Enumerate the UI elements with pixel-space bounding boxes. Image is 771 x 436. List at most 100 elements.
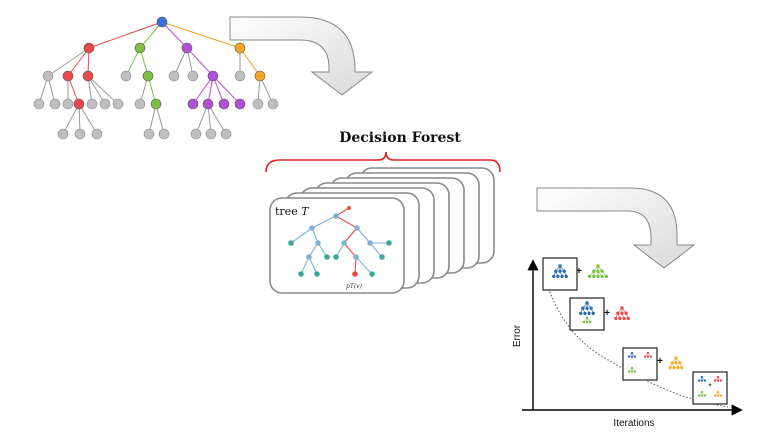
ensemble-box [542, 257, 578, 291]
mini-tree [643, 351, 653, 358]
curved-arrow-2 [536, 187, 696, 269]
tree-edge [78, 103, 98, 135]
mini-tree [579, 301, 595, 316]
tree-edge [47, 47, 90, 77]
tree-edge [356, 227, 371, 244]
tree-edge [343, 242, 357, 258]
tree-node [134, 42, 146, 54]
tree-edge [311, 215, 337, 229]
tree-node [156, 16, 168, 28]
tree-edge [186, 47, 214, 77]
tree-node [218, 98, 230, 110]
ensemble-box [622, 347, 658, 381]
tree-T-diagram [288, 206, 392, 277]
tree-node [333, 254, 339, 260]
tree-edge [87, 75, 119, 105]
tree-edge [290, 227, 313, 244]
tree-node [267, 98, 279, 110]
tree-edge [308, 256, 318, 275]
mini-tree [713, 375, 723, 382]
tree-node [62, 98, 74, 110]
tree-edge [343, 227, 358, 244]
mini-tree [668, 356, 684, 370]
boosting-error-chart: Iterations Error ++++ [512, 257, 743, 429]
tree-node [341, 240, 347, 246]
tree-node [324, 254, 330, 260]
tree-node [62, 70, 74, 82]
tree-node [333, 213, 339, 219]
tree-edge [139, 21, 163, 49]
tree-label: tree T [275, 205, 310, 218]
plus-sign: + [657, 356, 663, 367]
tree-node [112, 98, 124, 110]
tree-node [220, 128, 232, 140]
decision-forest: Decision Forest tree T pT(v) [265, 130, 501, 294]
tree-node [205, 128, 217, 140]
tree-node [354, 225, 360, 231]
tree-node [386, 240, 392, 246]
tree-node [120, 70, 132, 82]
plus-sign: + [576, 266, 582, 277]
error-curve [543, 274, 729, 408]
tree-node [168, 70, 180, 82]
mini-tree [627, 351, 637, 358]
tree-node [91, 128, 103, 140]
tree-node [134, 98, 146, 110]
tree-node [150, 98, 162, 110]
tree-node [234, 42, 246, 54]
tree-node [315, 240, 321, 246]
plus-sign: + [708, 383, 712, 389]
tree-node [142, 70, 154, 82]
tree-edge [369, 242, 383, 258]
tree-edge [300, 256, 310, 275]
curved-arrow-1 [229, 16, 374, 96]
tree-node [234, 70, 246, 82]
mini-tree [552, 264, 568, 279]
tree-node [234, 98, 246, 110]
tree-node [82, 70, 94, 82]
tree-node [252, 98, 264, 110]
tree-edge [195, 103, 209, 135]
tree-node [379, 254, 385, 260]
tree-edge [192, 75, 214, 105]
forest-title: Decision Forest [339, 130, 461, 146]
tree-node [298, 271, 304, 277]
tree-node [352, 271, 358, 277]
forest-brace [265, 151, 501, 173]
tree-edge [161, 21, 241, 49]
tree-node [74, 128, 86, 140]
tree-node [207, 70, 219, 82]
mini-tree [587, 264, 609, 279]
tree-node [202, 98, 214, 110]
tree-node [33, 98, 45, 110]
tree-node [49, 98, 61, 110]
tree-node [314, 271, 320, 277]
tree-node [367, 240, 373, 246]
tree-edge [212, 75, 241, 105]
tree-node [99, 98, 111, 110]
x-axis-label: Iterations [613, 418, 654, 429]
mini-tree [627, 366, 637, 373]
mini-tree [697, 375, 707, 382]
tree-edge [87, 75, 106, 105]
tree-node [306, 254, 312, 260]
mini-tree [582, 316, 592, 324]
tree-edge [62, 103, 80, 135]
tree-edge [88, 21, 163, 49]
tree-edge [239, 47, 261, 77]
tree-node [143, 128, 155, 140]
tree-edge [355, 256, 373, 275]
tree-node [187, 98, 199, 110]
mini-tree [697, 390, 707, 397]
plus-sign: + [604, 308, 610, 319]
ensemble-steps: + + + + [542, 257, 728, 405]
tree-node [254, 70, 266, 82]
tree-node [42, 70, 54, 82]
tree-node [347, 206, 351, 210]
tree-node [73, 98, 85, 110]
tree-edge [207, 103, 227, 135]
mini-tree [713, 390, 723, 397]
tree-node [86, 98, 98, 110]
tree-node [158, 128, 170, 140]
